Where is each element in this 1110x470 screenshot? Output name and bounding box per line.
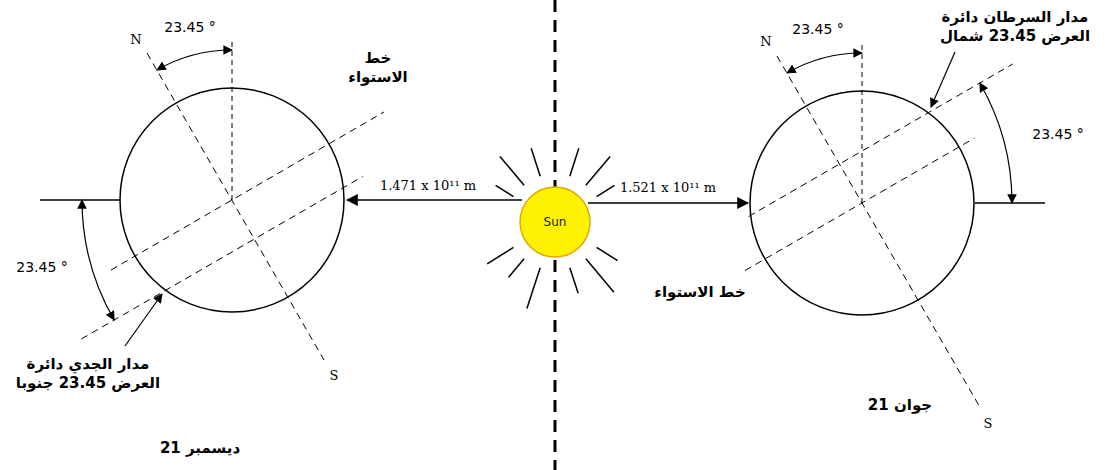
tropic-label: مدار السرطان دائرة العرض 23.45 شمال: [928, 7, 1102, 47]
sun-rays: [487, 148, 617, 308]
sun-ray: [570, 268, 578, 294]
distance-label: 1.471 x 10¹¹ m: [377, 177, 479, 195]
pole-label: S: [327, 367, 342, 385]
pole-label: N: [127, 31, 144, 49]
sun-ray: [597, 247, 618, 260]
angle-arc: [82, 200, 114, 320]
sun-ray: [496, 185, 514, 196]
vertical-reference: [862, 42, 863, 203]
tropic-label: مدار الجدي دائرة العرض 23.45 جنوبا: [10, 354, 166, 394]
equator-label: خط الاستواء: [651, 282, 749, 303]
angle-label: 23.45 °: [161, 18, 219, 38]
angle-label: 23.45 °: [13, 258, 71, 278]
distance-label: 1.521 x 10¹¹ m: [617, 179, 719, 197]
sun-ray: [509, 259, 524, 277]
equator-label: خط الاستواء: [345, 48, 410, 88]
vertical-reference: [232, 38, 233, 200]
distance-arrow: [347, 199, 522, 201]
earth-axis: [777, 56, 980, 407]
sun-label: Sun: [544, 215, 567, 229]
tropic-line: [749, 64, 1013, 217]
sun-ray: [586, 259, 614, 292]
leader-arrow: [931, 52, 955, 107]
pole-label: N: [757, 33, 774, 51]
sun-disc: [520, 187, 590, 257]
angle-label: 23.45 °: [789, 20, 847, 40]
equator-line: [111, 112, 384, 270]
sun-ray: [597, 185, 615, 196]
sun-ray: [527, 268, 540, 309]
date-label: 21 ديسمبر: [157, 438, 243, 459]
sun-ray: [531, 148, 540, 176]
orbit-line: [975, 202, 1045, 204]
sun-circle: Sun: [519, 186, 591, 258]
date-label: 21 جوان: [865, 395, 935, 416]
orbit-line: [40, 199, 120, 201]
equator-line: [745, 138, 975, 271]
angle-arc: [787, 53, 862, 73]
earth-axis: [147, 53, 324, 360]
leader-arrow: [125, 294, 162, 346]
sun-ray: [586, 156, 610, 185]
angle-arc: [980, 83, 1012, 203]
angle-label: 23.45 °: [1029, 125, 1087, 145]
distance-arrow: [588, 202, 748, 204]
sun-ray: [500, 156, 524, 185]
sun-ray: [570, 148, 579, 176]
sun-ray: [487, 247, 513, 264]
tropic-line: [81, 177, 362, 340]
angle-arc: [157, 50, 232, 70]
pole-label: S: [981, 415, 996, 433]
